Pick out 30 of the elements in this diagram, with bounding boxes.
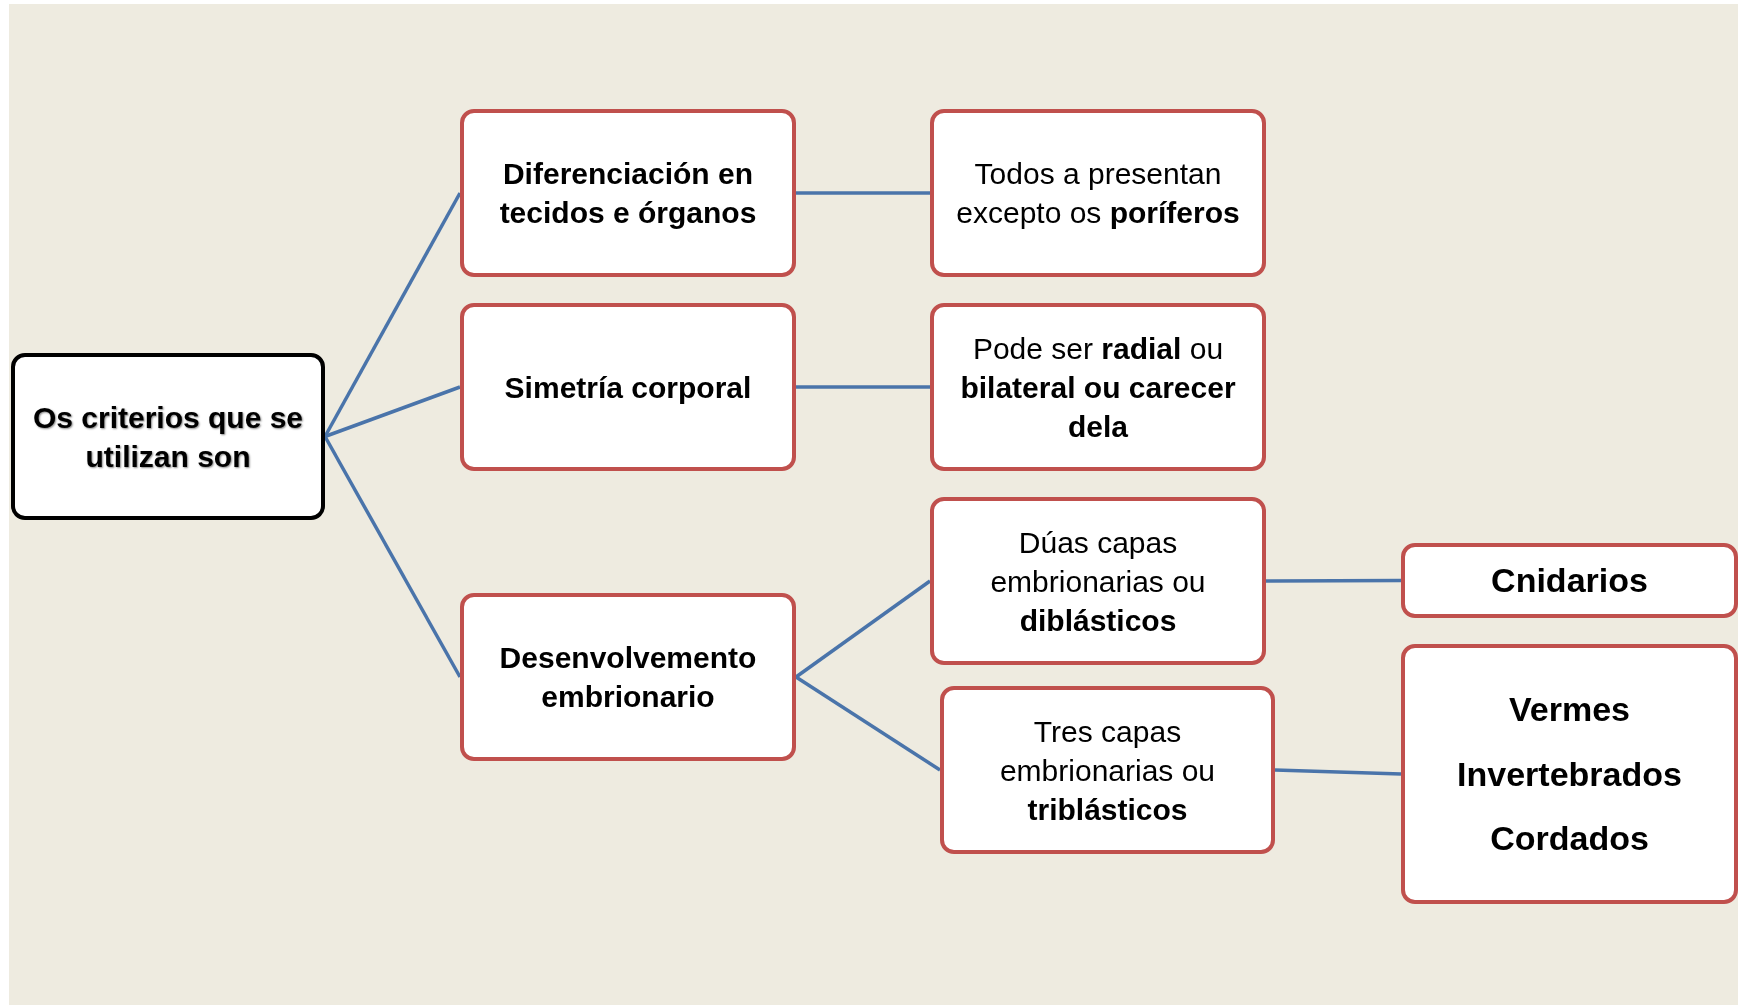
connector-line xyxy=(795,675,941,772)
concept-box xyxy=(1401,543,1738,618)
connector-line xyxy=(1274,768,1402,776)
box-text: Cordados xyxy=(1490,818,1649,860)
box-text: Diferenciación en tecidos e órganos xyxy=(498,156,758,231)
connector-line xyxy=(796,385,930,389)
concept-box xyxy=(930,109,1266,277)
root-box xyxy=(11,353,325,520)
concept-box xyxy=(460,593,796,761)
connector-line xyxy=(1266,578,1401,583)
concept-box xyxy=(460,303,796,471)
box-text: Invertebrados xyxy=(1457,753,1682,795)
concept-box xyxy=(930,497,1266,665)
box-text: Todos a presentan excepto os poríferos xyxy=(955,156,1241,231)
connector-line xyxy=(323,435,462,678)
box-text: Desenvolvemento embrionario xyxy=(498,640,758,715)
concept-box xyxy=(1401,644,1738,904)
box-text: Simetría corporal xyxy=(504,369,752,406)
connector-line xyxy=(796,191,930,195)
concept-box xyxy=(940,686,1275,854)
box-text: Pode ser radial ou bilateral ou carecer dela xyxy=(959,330,1237,445)
box-text: Dúas capas embrionarias ou diblásticos xyxy=(989,524,1207,639)
box-text: Vermes xyxy=(1509,689,1630,731)
connector-line xyxy=(795,579,931,679)
concept-box xyxy=(930,303,1266,471)
connector-line xyxy=(324,385,461,439)
box-text: Cnidarios xyxy=(1491,560,1648,602)
box-text: Tres capas embrionarias ou triblásticos xyxy=(998,713,1217,828)
concept-box xyxy=(460,109,796,277)
box-text: Os criterios que se utilizan son xyxy=(31,399,305,475)
